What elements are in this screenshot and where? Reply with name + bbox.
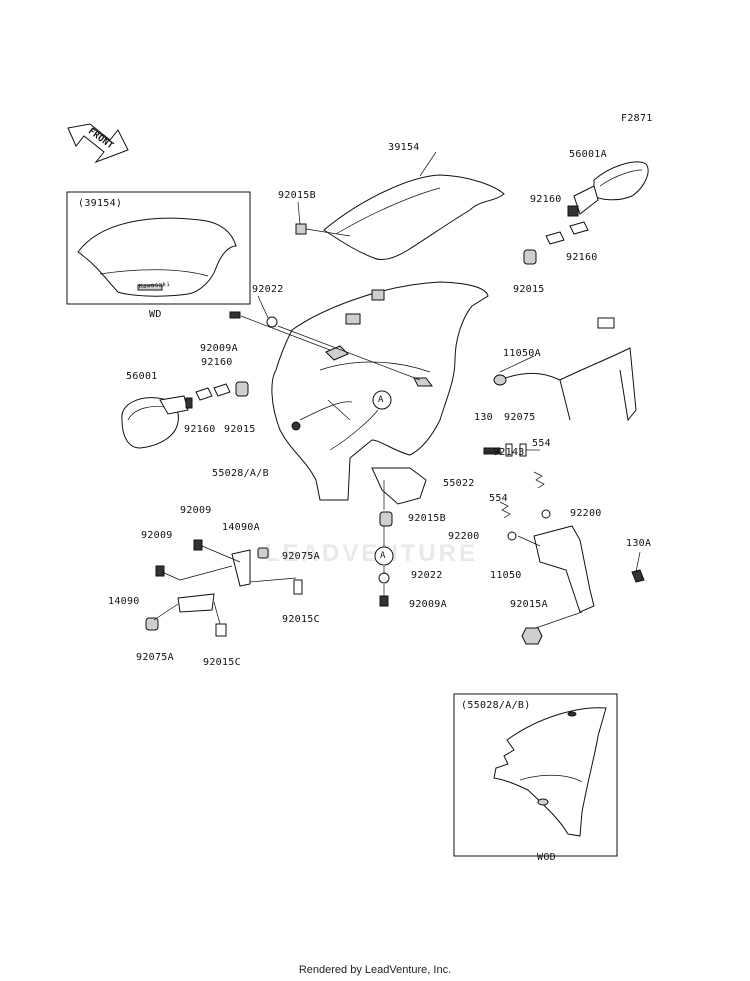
callout-55028: 55028/A/B: [212, 468, 269, 479]
callout-554: 554: [489, 493, 508, 504]
callout-92160: 92160: [566, 252, 598, 263]
callout-92009A: 92009A: [200, 343, 238, 354]
inset-wd-caption: WD: [149, 309, 162, 320]
callout-92015A: 92015A: [510, 599, 548, 610]
callout-11050A: 11050A: [503, 348, 541, 359]
watermark: LEADVENTURE: [265, 540, 479, 567]
reference-marker-a: [372, 390, 394, 566]
callout-55022: 55022: [443, 478, 475, 489]
callout-14090A: 14090A: [222, 522, 260, 533]
callout-39154: 39154: [388, 142, 420, 153]
callout-92015B: 92015B: [408, 513, 446, 524]
windshield-illustration: [77, 217, 237, 297]
leader-lines: [153, 151, 641, 629]
callout-92075: 92075: [504, 412, 536, 423]
front-arrow-icon: [67, 123, 129, 164]
mirror-left-56001: [121, 395, 193, 449]
callout-92009: 92009: [141, 530, 173, 541]
fairing-wod-illustration: [493, 707, 607, 837]
callout-92022: 92022: [411, 570, 443, 581]
callout-92015: 92015: [224, 424, 256, 435]
windshield-brand: Kawasaki: [138, 280, 171, 291]
callout-92075A: 92075A: [136, 652, 174, 663]
callout-92015C: 92015C: [282, 614, 320, 625]
callout-554: 554: [532, 438, 551, 449]
callout-92160: 92160: [530, 194, 562, 205]
callout-11050: 11050: [490, 570, 522, 581]
marker-a: A: [378, 395, 384, 405]
inset-wd-part: (39154): [78, 198, 123, 209]
callout-92160: 92160: [184, 424, 216, 435]
callout-92200: 92200: [570, 508, 602, 519]
callout-56001: 56001: [126, 371, 158, 382]
callout-92009A: 92009A: [409, 599, 447, 610]
inset-wod-caption: WOD: [537, 852, 556, 863]
callout-92015: 92015: [513, 284, 545, 295]
mirror-right-56001A: [567, 161, 649, 217]
callout-92009: 92009: [180, 505, 212, 516]
inset-wod-frame: [453, 693, 618, 857]
callout-92143: 92143: [493, 447, 525, 458]
inset-wod-part: (55028/A/B): [461, 700, 531, 711]
callout-92075A: 92075A: [282, 551, 320, 562]
callout-130: 130: [474, 412, 493, 423]
upper-cowl-39154: [323, 174, 505, 261]
callout-92160: 92160: [201, 357, 233, 368]
inset-wd-frame: [66, 191, 251, 305]
bracket-clip: [371, 289, 385, 301]
callout-92200: 92200: [448, 531, 480, 542]
hardware-parts: [145, 221, 645, 645]
callout-92015C: 92015C: [203, 657, 241, 668]
footer-credit: Rendered by LeadVenture, Inc.: [298, 964, 452, 976]
marker-a: A: [380, 551, 386, 561]
bracket-clip: [345, 313, 361, 325]
callout-92022: 92022: [252, 284, 284, 295]
callout-130A: 130A: [626, 538, 652, 549]
callout-92015B: 92015B: [278, 190, 316, 201]
figure-ref-code: F2871: [621, 113, 653, 124]
callout-56001A: 56001A: [569, 149, 607, 160]
callout-14090: 14090: [108, 596, 140, 607]
